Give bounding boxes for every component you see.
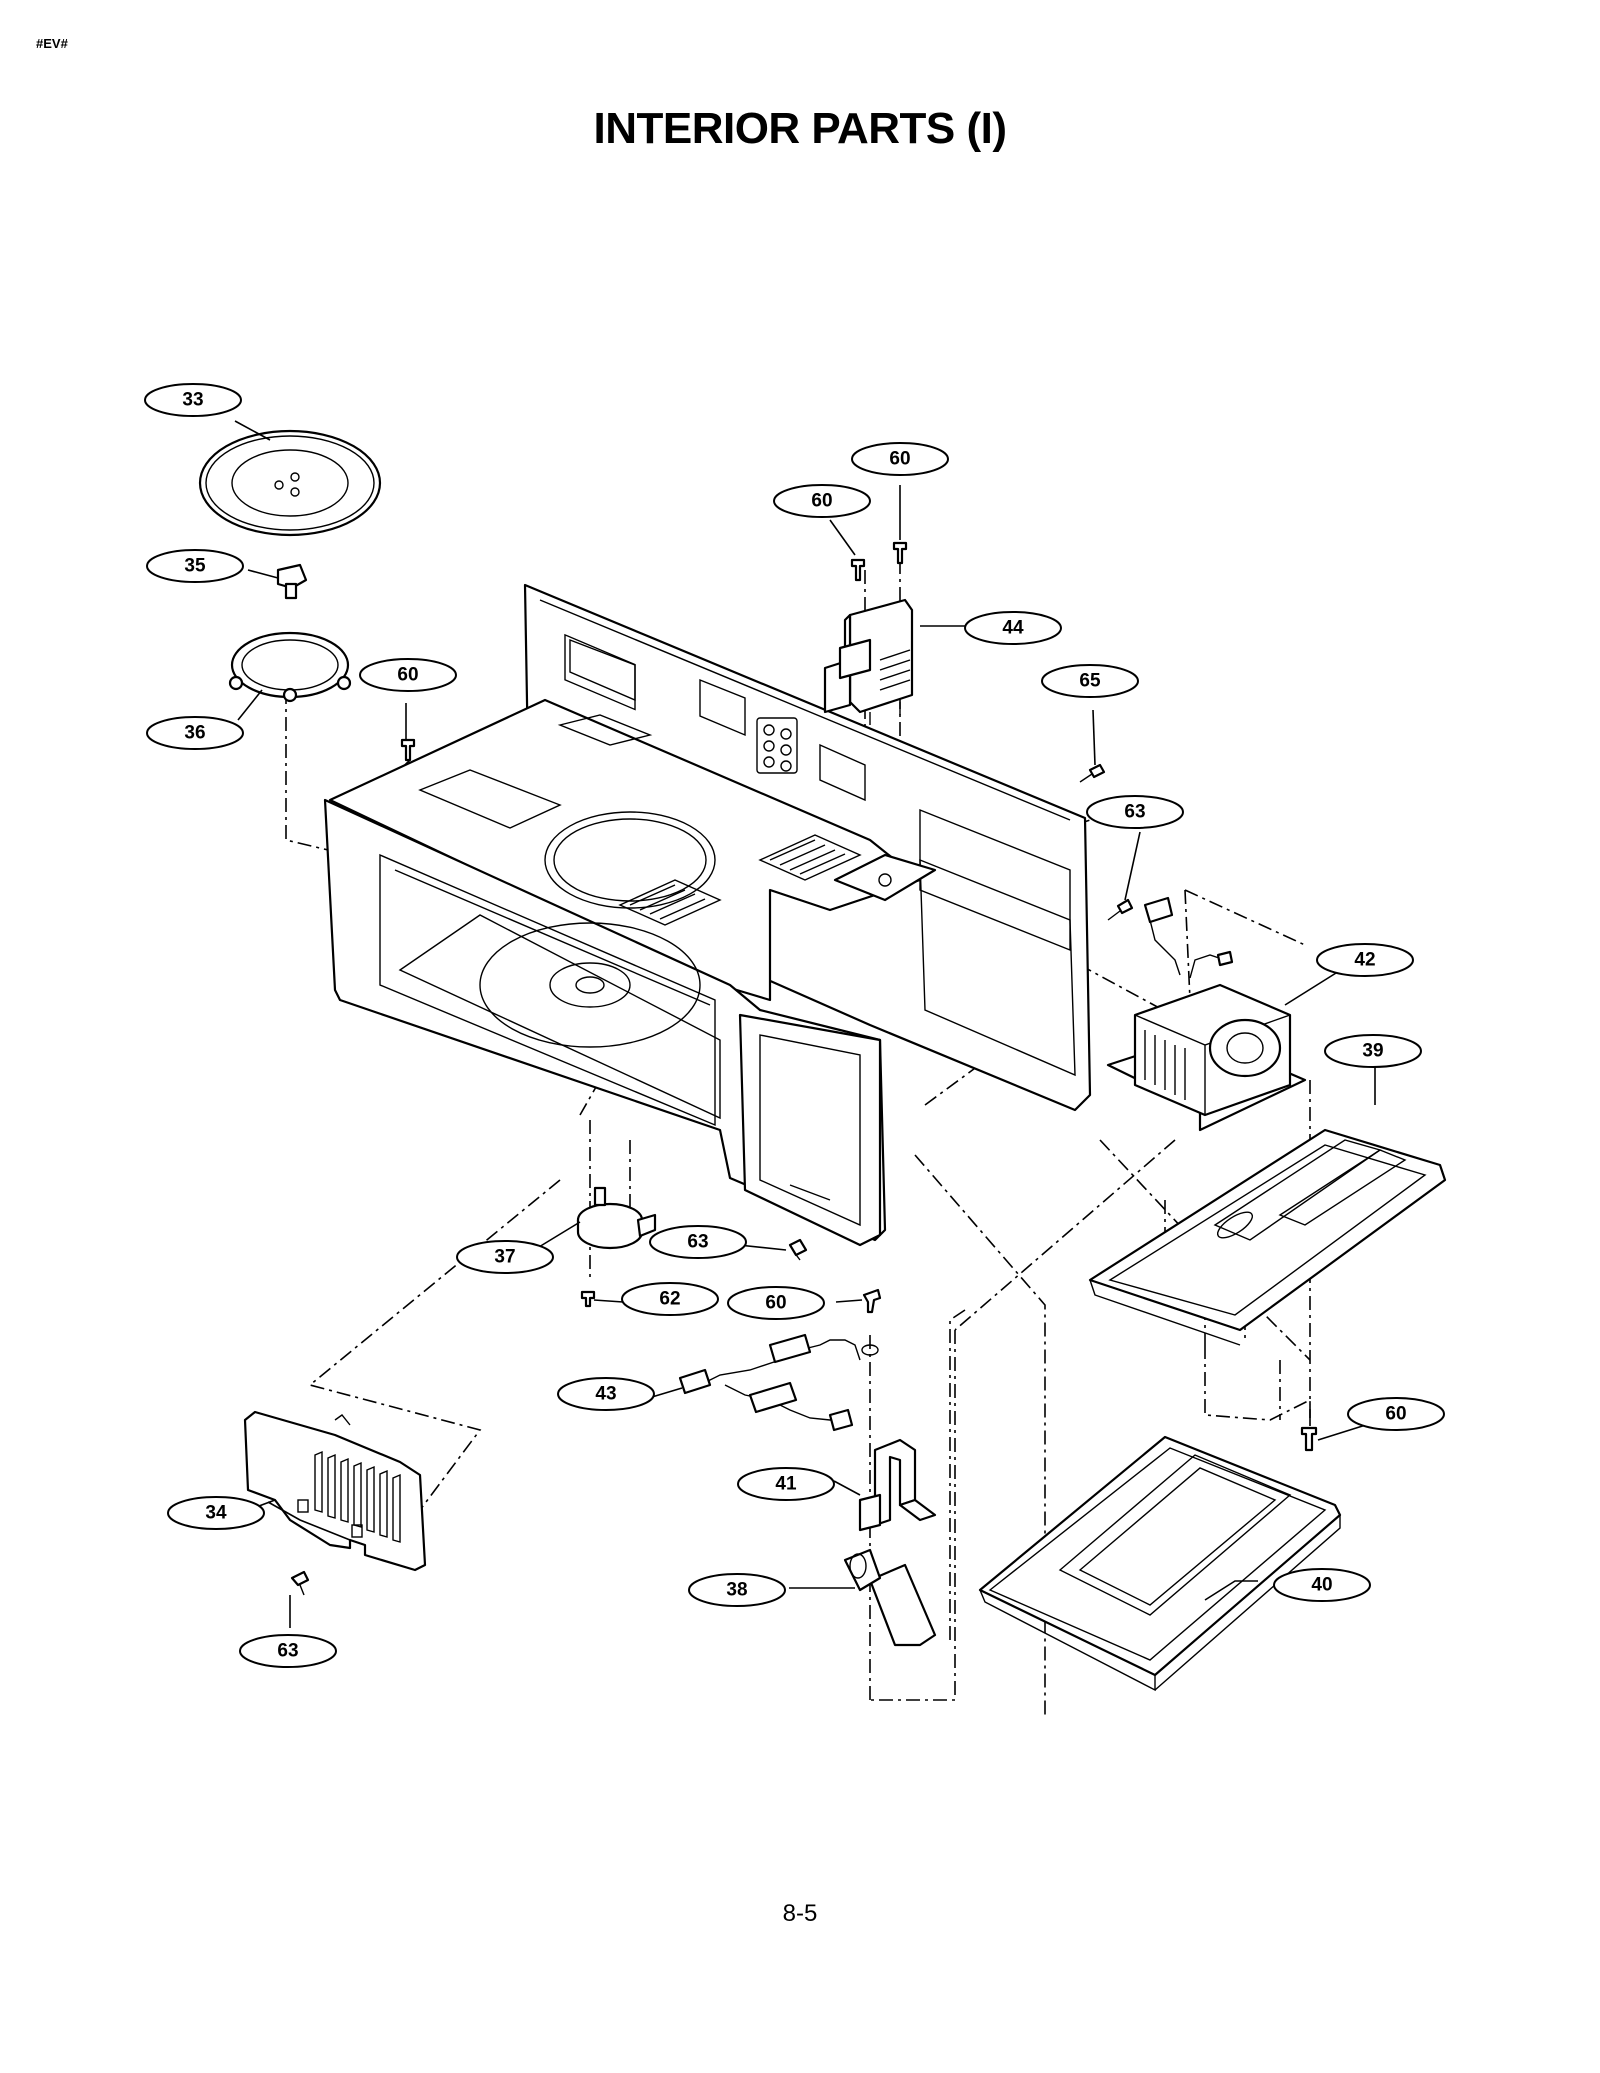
svg-text:60: 60	[889, 449, 910, 470]
oven-lamp	[843, 1548, 937, 1647]
screw-60-left	[400, 738, 416, 762]
page-title: INTERIOR PARTS (I)	[593, 104, 1007, 153]
roller-ring	[228, 631, 352, 703]
callout-65: 65	[1041, 664, 1139, 698]
turntable-coupler	[276, 563, 308, 600]
callout-43: 43	[557, 1377, 655, 1411]
svg-text:62: 62	[659, 1289, 680, 1310]
svg-text:33: 33	[182, 390, 203, 411]
callout-63-bottom: 63	[239, 1634, 337, 1668]
svg-text:41: 41	[775, 1474, 797, 1495]
screw-60-bottom-center	[862, 1288, 882, 1314]
callout-33: 33	[144, 383, 242, 417]
callout-60-left: 60	[359, 658, 457, 692]
oven-cavity-assembly	[323, 583, 1092, 1247]
screw-65	[1079, 763, 1106, 783]
svg-text:44: 44	[1002, 618, 1024, 639]
svg-text:40: 40	[1311, 1575, 1332, 1596]
svg-text:34: 34	[205, 1503, 227, 1524]
svg-text:38: 38	[726, 1580, 747, 1601]
callout-38: 38	[688, 1573, 786, 1607]
vent-guide-plate	[243, 1410, 427, 1572]
svg-text:63: 63	[687, 1232, 708, 1253]
callout-39: 39	[1324, 1034, 1422, 1068]
screw-63-bottom	[290, 1570, 310, 1596]
svg-text:60: 60	[397, 665, 418, 686]
callout-42: 42	[1316, 943, 1414, 977]
callout-41: 41	[737, 1467, 835, 1501]
magnetron	[823, 598, 914, 725]
screw-63-middle	[788, 1238, 808, 1261]
svg-text:39: 39	[1362, 1041, 1383, 1062]
callout-60-top-left: 60	[773, 484, 871, 518]
callout-60-right: 60	[1347, 1397, 1445, 1431]
svg-text:42: 42	[1354, 950, 1375, 971]
page-number: 8-5	[782, 1900, 818, 1927]
switch-bracket	[858, 1438, 937, 1532]
callout-40: 40	[1273, 1568, 1371, 1602]
document-tag: #EV#	[36, 36, 68, 51]
callout-37: 37	[456, 1240, 554, 1274]
callout-34: 34	[167, 1496, 265, 1530]
base-tray	[978, 1435, 1342, 1692]
callout-62: 62	[621, 1282, 719, 1316]
connector-block	[756, 717, 798, 774]
svg-text:43: 43	[595, 1384, 616, 1405]
svg-text:35: 35	[184, 556, 206, 577]
callout-36: 36	[146, 716, 244, 750]
screw-60-right	[1300, 1426, 1318, 1452]
top-vent-grill	[758, 834, 862, 881]
screw-62	[580, 1290, 596, 1308]
callout-60-top-right: 60	[851, 442, 949, 476]
callout-60-bottom-center: 60	[727, 1286, 825, 1320]
svg-text:37: 37	[494, 1247, 515, 1268]
svg-text:36: 36	[184, 723, 205, 744]
wire-harness	[678, 1333, 879, 1432]
callout-63-top: 63	[1086, 795, 1184, 829]
callout-63-middle: 63	[649, 1225, 747, 1259]
svg-text:65: 65	[1079, 671, 1101, 692]
svg-text:60: 60	[1385, 1404, 1406, 1425]
svg-text:63: 63	[1124, 802, 1145, 823]
screw-60-top-right	[892, 541, 908, 565]
screw-63-top	[1107, 898, 1134, 921]
base-plate-bracket	[1088, 1128, 1447, 1346]
svg-text:60: 60	[765, 1293, 786, 1314]
transformer	[1106, 896, 1307, 1132]
turntable-tray	[198, 429, 382, 537]
screw-60-top-left	[850, 558, 866, 582]
svg-text:63: 63	[277, 1641, 298, 1662]
callout-35: 35	[146, 549, 244, 583]
turntable-motor	[576, 1186, 657, 1250]
callout-44: 44	[964, 611, 1062, 645]
svg-text:60: 60	[811, 491, 832, 512]
